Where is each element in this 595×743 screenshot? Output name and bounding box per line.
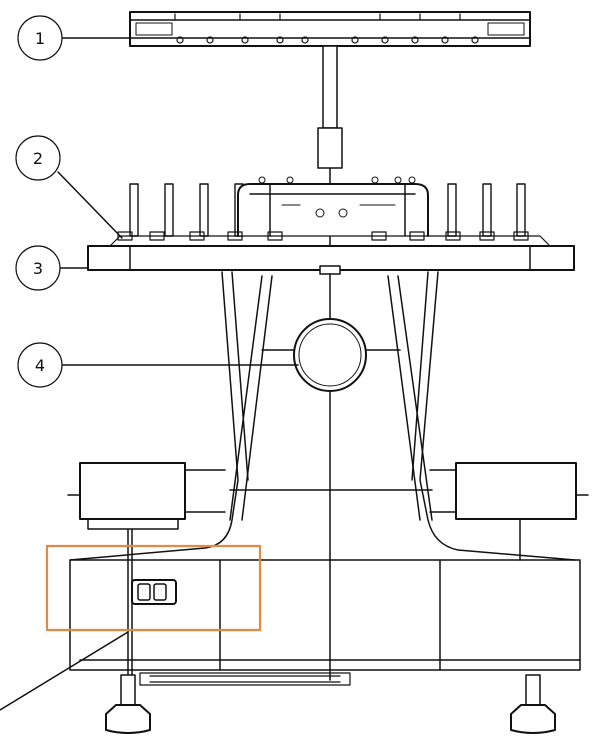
callout-label-4: 4 [35,356,45,375]
callout-1: 1 [17,15,131,61]
callout-2: 2 [15,135,123,239]
left-foot [105,674,151,734]
callout-label-3: 3 [33,259,43,278]
round-port [293,318,367,392]
bottom-rail [139,672,351,686]
callout-circle-2 [15,135,61,181]
right-foot [510,674,556,734]
callout-circle-3 [15,245,61,291]
callout-5-leader [0,631,129,711]
callout-4: 4 [17,342,299,388]
support-column [317,45,343,249]
highlight-box [45,544,262,632]
callout-3: 3 [15,245,89,291]
callout-label-1: 1 [35,29,45,48]
top-bar [129,11,531,47]
left-housing [67,462,226,530]
callout-label-2: 2 [33,149,43,168]
main-plate [87,245,575,275]
base-nut-row [109,231,551,247]
right-housing [429,462,589,561]
connector-port [127,529,177,691]
carriage-block [237,176,429,237]
callout-circle-4 [17,342,63,388]
callout-circle-1 [17,15,63,61]
frame-body [69,271,581,681]
